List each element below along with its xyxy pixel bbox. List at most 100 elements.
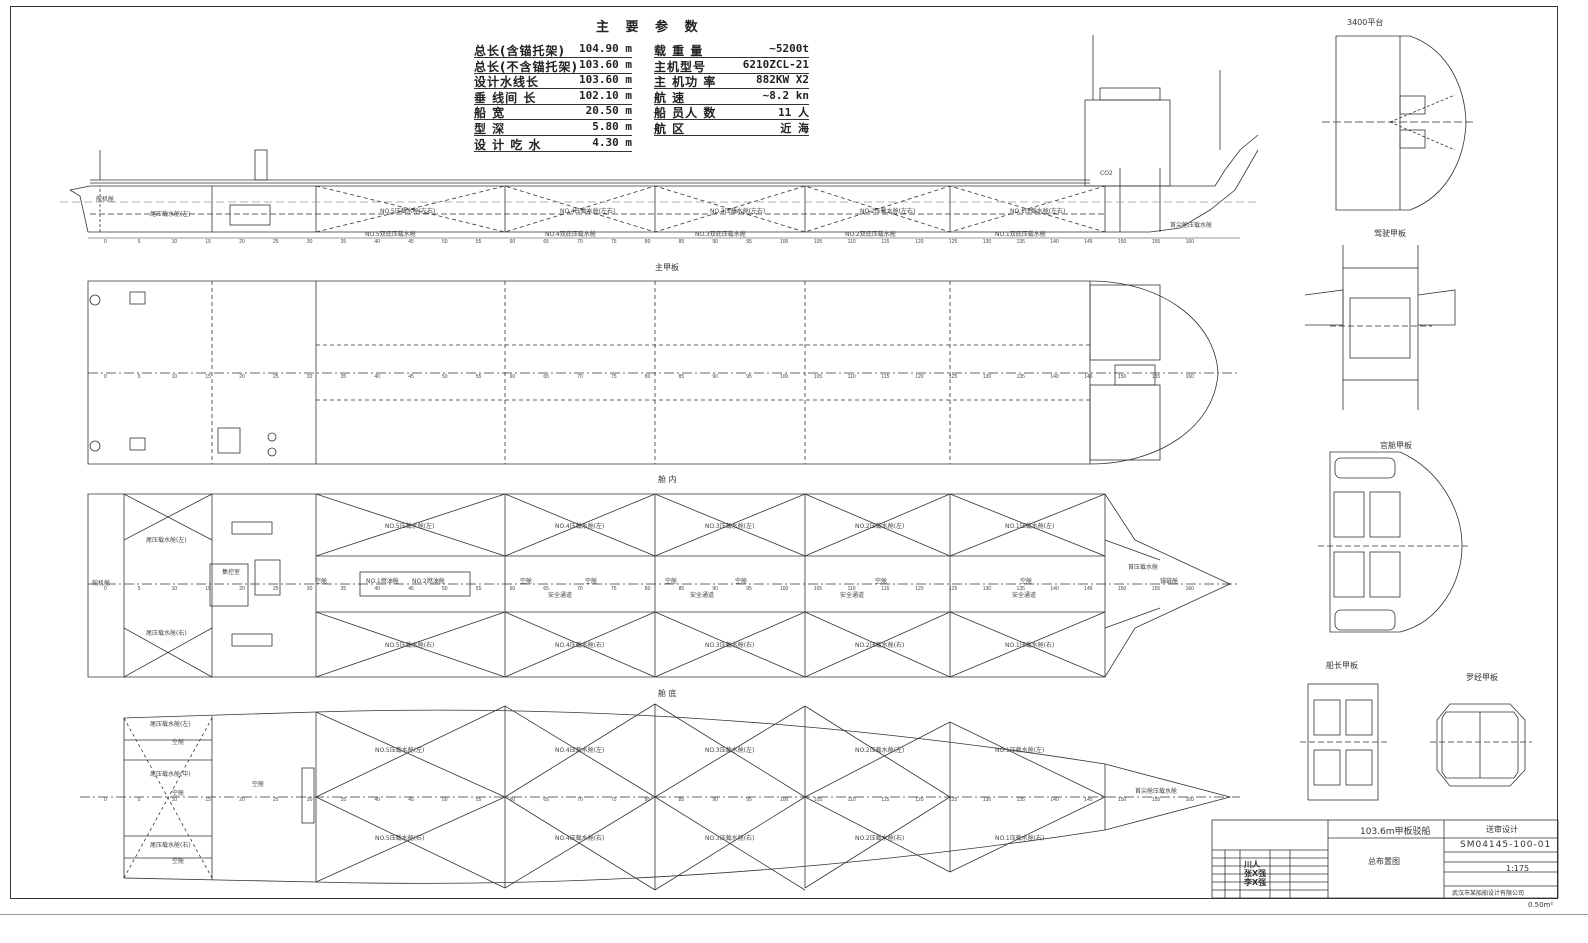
frame-number: 90 <box>712 586 718 592</box>
bottom-tank-label: NO.5压载水舱(左) <box>375 747 425 754</box>
hold-void-label: 空舱 <box>585 578 598 585</box>
frame-number: 100 <box>780 239 789 245</box>
hold-aft-right-label: 尾压载水舱(右) <box>146 630 187 637</box>
bottom-aft-label: 尾压载水舱(中) <box>150 771 191 778</box>
param-left-key: 总长(含锚托架) <box>474 44 565 58</box>
side-tank-label: NO.3压载水舱(左右) <box>710 208 766 215</box>
hold-fore-void-label: 首压载水舱 <box>1128 564 1159 571</box>
frame-number: 80 <box>645 797 651 803</box>
frame-number: 40 <box>374 374 380 380</box>
frame-number: 115 <box>881 586 889 592</box>
bottom-plan <box>80 703 1240 891</box>
frame-number: 55 <box>476 797 482 803</box>
frame-number: 15 <box>205 797 211 803</box>
param-right-key: 船 员人 数 <box>654 106 717 121</box>
bottom-tank-label: NO.4压载水舱(右) <box>555 835 605 842</box>
frame-number: 0 <box>104 797 107 803</box>
hold-tank-label: NO.5压载水舱(右) <box>385 642 435 649</box>
frame-number: 85 <box>679 586 685 592</box>
tb-sign2: 张X强 <box>1244 869 1267 878</box>
deck-3400-plan <box>1322 35 1474 211</box>
frame-number: 130 <box>983 374 992 380</box>
bottom-tank-label: NO.1压载水舱(右) <box>995 835 1045 842</box>
side-tank-label: NO.1压载水舱(左右) <box>1010 208 1066 215</box>
frame-number: 30 <box>307 374 313 380</box>
frame-number: 60 <box>510 797 516 803</box>
view-title-main-deck: 主甲板 <box>655 263 679 272</box>
param-left-value: 5.80 m <box>592 120 632 133</box>
frame-number: 80 <box>645 586 651 592</box>
frame-number: 30 <box>307 797 313 803</box>
frame-number: 140 <box>1050 239 1059 245</box>
param-right-key: 航 区 <box>654 122 686 136</box>
frame-number: 135 <box>1017 797 1026 803</box>
side-tank-label: NO.2双底压载水舱 <box>845 231 896 238</box>
frame-number: 145 <box>1084 797 1093 803</box>
param-right-key: 航 速 <box>654 90 686 105</box>
tb-stage: 送审设计 <box>1486 825 1518 834</box>
frame-number: 120 <box>915 239 924 245</box>
param-left-key: 船 宽 <box>474 106 506 121</box>
side-tank-label: NO.2压载水舱(左右) <box>860 208 916 215</box>
hold-corridor-label: 安全通道 <box>1012 592 1037 599</box>
frame-number: 140 <box>1050 374 1059 380</box>
hold-tank-label: NO.4压载水舱(右) <box>555 642 605 649</box>
param-right-value: ~5200t <box>769 42 809 55</box>
frame-number: 125 <box>949 374 958 380</box>
frame-number: 30 <box>307 239 313 245</box>
frame-number: 35 <box>341 239 347 245</box>
hold-tank-label: NO.2压载水舱(右) <box>855 642 905 649</box>
frame-number: 75 <box>611 374 617 380</box>
param-right-value: 6210ZCL-21 <box>742 57 809 71</box>
frame-number: 40 <box>374 586 380 592</box>
hold-chain-label: 锚链舱 <box>1160 578 1179 585</box>
param-right-value: 11 人 <box>778 106 809 120</box>
side-co2-label: CO2 <box>1100 170 1113 177</box>
frame-number: 15 <box>205 374 211 380</box>
frame-number: 150 <box>1118 797 1127 803</box>
hold-corridor-label: 安全通道 <box>840 592 865 599</box>
hold-void-label: 空舱 <box>520 578 533 585</box>
frame-number: 105 <box>814 586 823 592</box>
hold-corridor-label: 安全通道 <box>548 592 573 599</box>
frame-number: 85 <box>679 239 685 245</box>
frame-number: 110 <box>848 797 856 803</box>
param-left-row: 型 深 5.80 m <box>474 120 632 136</box>
frame-number: 115 <box>881 374 889 380</box>
hold-tank-label: NO.1压载水舱(右) <box>1005 642 1055 649</box>
frame-number: 50 <box>442 586 448 592</box>
frame-number: 65 <box>543 797 549 803</box>
param-left-key: 型 深 <box>474 122 506 136</box>
hold-control-label: 集控室 <box>222 569 241 576</box>
param-left-value: 103.60 m <box>579 73 632 87</box>
frame-number: 95 <box>746 797 752 803</box>
bottom-void-label: 空舱 <box>252 781 265 788</box>
frame-number: 130 <box>983 586 992 592</box>
bottom-aft-label: 空舱 <box>172 858 185 865</box>
param-left-key: 垂 线间 长 <box>474 90 537 105</box>
frame-number: 65 <box>543 374 549 380</box>
param-right-row: 航 速~8.2 kn <box>654 89 809 105</box>
hold-tank-label: NO.2压载水舱(左) <box>855 523 905 530</box>
param-left-value: 103.60 m <box>579 57 632 71</box>
view-title-hold: 舱 内 <box>658 475 677 484</box>
frame-number: 150 <box>1118 374 1127 380</box>
frame-number: 65 <box>543 239 549 245</box>
frame-number: 120 <box>915 586 924 592</box>
frame-number: 20 <box>239 586 245 592</box>
frame-number: 45 <box>408 374 414 380</box>
captain-deck-plan <box>1300 683 1390 801</box>
view-title-deck-3400: 3400平台 <box>1347 18 1384 27</box>
frame-number: 100 <box>780 797 789 803</box>
title-block-lines <box>1211 819 1559 899</box>
frame-number: 145 <box>1084 586 1093 592</box>
tb-drawing-name: 总布置图 <box>1368 857 1400 866</box>
frame-number: 135 <box>1017 586 1026 592</box>
frame-number: 80 <box>645 239 651 245</box>
frame-number: 20 <box>239 239 245 245</box>
frame-number: 160 <box>1186 239 1195 245</box>
